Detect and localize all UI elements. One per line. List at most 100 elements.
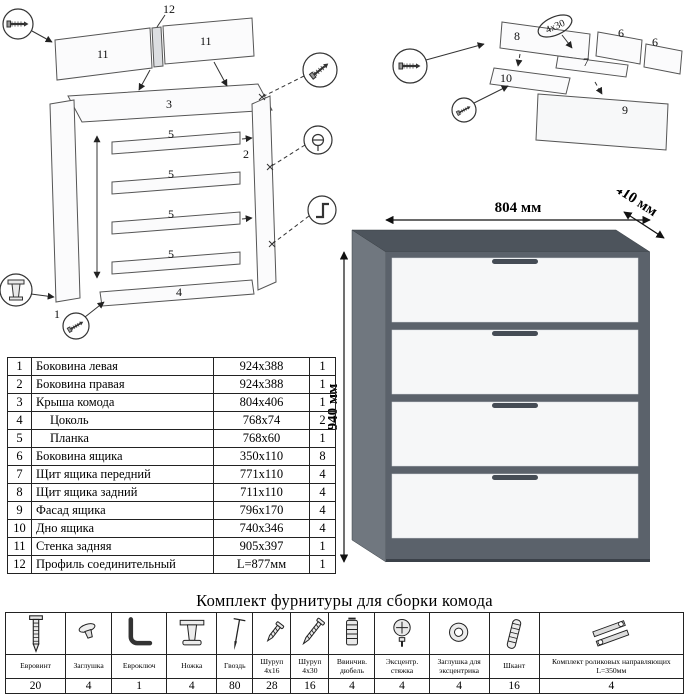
hardware-icon-cell bbox=[252, 612, 292, 655]
part-label-3: 3 bbox=[166, 97, 172, 111]
assembly-leader-lines bbox=[425, 34, 603, 104]
screw-icon bbox=[398, 62, 421, 70]
wood-dowel-icon bbox=[506, 618, 522, 649]
dresser-render: 804 мм 410 мм 940 мм bbox=[328, 190, 665, 563]
parts-row: 3 Крыша комода 804x406 1 bbox=[7, 393, 336, 412]
drawer-front bbox=[391, 329, 639, 395]
part-label-6: 6 bbox=[652, 35, 658, 49]
hardware-qty: 4 bbox=[328, 678, 376, 694]
hardware-qty: 80 bbox=[216, 678, 254, 694]
hardware-qty: 16 bbox=[488, 678, 540, 694]
parts-row: 1 Боковина левая 924x388 1 bbox=[7, 357, 336, 376]
part-name: Боковина левая bbox=[31, 357, 214, 376]
hardware-icon-cell bbox=[216, 612, 254, 655]
fastener-callout-circle bbox=[307, 195, 337, 225]
screw-icon bbox=[455, 106, 471, 116]
parts-row: 2 Боковина правая 924x388 1 bbox=[7, 375, 336, 394]
drawer-front bbox=[391, 257, 639, 323]
connector-profile bbox=[151, 26, 164, 68]
parts-row: 10 Дно ящика 740x346 4 bbox=[7, 519, 336, 538]
part-number: 4 bbox=[7, 411, 32, 430]
part-size: 740x346 bbox=[213, 519, 310, 538]
part-qty: 1 bbox=[309, 537, 336, 556]
hardware-qty: 4 bbox=[166, 678, 218, 694]
drawer-front bbox=[391, 473, 639, 539]
hardware-qty: 4 bbox=[65, 678, 113, 694]
drawer-grip bbox=[492, 259, 538, 264]
top-panel bbox=[67, 83, 273, 123]
drawer-side-panel bbox=[595, 31, 643, 65]
part-qty: 4 bbox=[309, 519, 336, 538]
hardware-icon-cell bbox=[538, 612, 685, 655]
part-label-2: 2 bbox=[243, 147, 249, 161]
hardware-qty: 4 bbox=[428, 678, 490, 694]
part-qty: 1 bbox=[309, 429, 336, 448]
part-label-4: 4 bbox=[176, 285, 182, 299]
left-side-panel bbox=[49, 99, 81, 303]
drawer-facade-panel bbox=[535, 93, 669, 151]
depth-dimension-arrow bbox=[623, 211, 665, 239]
hardware-name: Евроключ bbox=[111, 654, 168, 679]
part-label-5: 5 bbox=[168, 167, 174, 181]
hardware-icon-cell bbox=[328, 612, 376, 655]
part-number: 1 bbox=[7, 357, 32, 376]
parts-row: 7 Щит ящика передний 771x110 4 bbox=[7, 465, 336, 484]
part-size: 768x60 bbox=[213, 429, 310, 448]
part-name: Щит ящика передний bbox=[31, 465, 214, 484]
hardware-icon-cell bbox=[65, 612, 113, 655]
threaded-dowel-icon bbox=[345, 617, 358, 645]
part-qty: 8 bbox=[309, 447, 336, 466]
part-number: 12 bbox=[7, 555, 32, 574]
part-number: 11 bbox=[7, 537, 32, 556]
hardware-qty-row: 20 4 1 4 80 28 16 4 4 4 16 4 bbox=[4, 678, 685, 694]
hardware-qty: 4 bbox=[538, 678, 685, 694]
part-label-6: 6 bbox=[618, 26, 624, 40]
right-side-panel bbox=[251, 95, 277, 291]
part-label-10: 10 bbox=[500, 71, 512, 85]
part-name: Фасад ящика bbox=[31, 501, 214, 520]
part-size: 924x388 bbox=[213, 357, 310, 376]
hardware-name: Гвоздь bbox=[216, 654, 254, 679]
parts-table: 1 Боковина левая 924x388 1 2 Боковина пр… bbox=[7, 357, 336, 574]
hardware-icon-cell bbox=[166, 612, 218, 655]
drawer-grip bbox=[492, 403, 538, 408]
parts-row: 12 Профиль соединительный L=877мм 1 bbox=[7, 555, 336, 574]
fastener-callout-circle bbox=[451, 97, 477, 123]
hardware-name: Шуруп 4x30 bbox=[290, 654, 330, 679]
hardware-name: Ножка bbox=[166, 654, 218, 679]
hardware-name: Заглушка bbox=[65, 654, 113, 679]
cam-cover-icon bbox=[449, 622, 469, 642]
part-name: Крыша комода bbox=[31, 393, 214, 412]
part-label-5: 5 bbox=[168, 247, 174, 261]
dresser-top-face bbox=[351, 229, 651, 253]
dresser-side-face bbox=[351, 229, 387, 563]
assembly-leader-lines bbox=[30, 14, 310, 318]
hex-key-icon bbox=[128, 616, 153, 645]
fastener-callout-circle bbox=[392, 48, 428, 84]
width-dimension-label: 804 мм bbox=[495, 200, 542, 216]
part-name: Цоколь bbox=[31, 411, 214, 430]
hardware-icons-row bbox=[4, 612, 685, 655]
frame-exploded-diagram: 12 11 11 3 5 5 5 5 2 4 1 bbox=[0, 2, 338, 340]
part-qty: 1 bbox=[309, 555, 336, 574]
part-number: 10 bbox=[7, 519, 32, 538]
part-size: 804x406 bbox=[213, 393, 310, 412]
part-label-9: 9 bbox=[622, 103, 628, 117]
part-name: Боковина правая bbox=[31, 375, 214, 394]
part-name: Стенка задняя bbox=[31, 537, 214, 556]
dresser-base-shadow bbox=[386, 559, 650, 562]
fastener-callout-circle bbox=[62, 312, 90, 340]
hardware-icon-cell bbox=[428, 612, 490, 655]
part-qty: 1 bbox=[309, 393, 336, 412]
part-label-11: 11 bbox=[200, 34, 212, 48]
drawer-bottom-panel bbox=[489, 67, 571, 95]
hardware-qty: 20 bbox=[4, 678, 67, 694]
part-qty: 4 bbox=[309, 465, 336, 484]
part-label-5: 5 bbox=[168, 207, 174, 221]
cam-icon bbox=[311, 133, 325, 151]
fastener-callout-circle bbox=[303, 125, 333, 155]
parts-row: 11 Стенка задняя 905x397 1 bbox=[7, 537, 336, 556]
part-size: 905x397 bbox=[213, 537, 310, 556]
parts-row: 5 Планка 768x60 1 bbox=[7, 429, 336, 448]
part-label-5: 5 bbox=[168, 127, 174, 141]
